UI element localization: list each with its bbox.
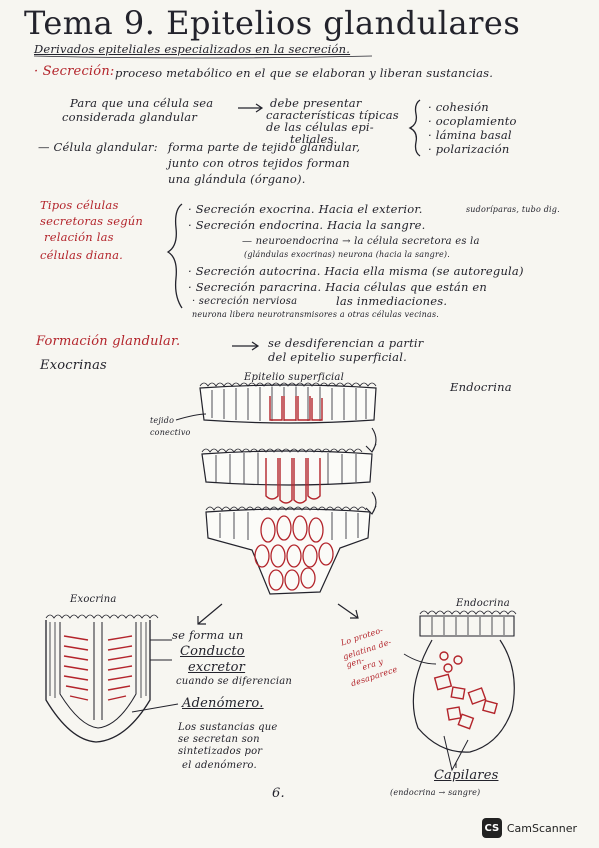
arrow-icon	[232, 341, 260, 351]
sust-text4: el adenómero.	[182, 760, 257, 771]
tipo-note-5: las inmediaciones.	[336, 294, 448, 308]
exocrinas-label: Exocrinas	[40, 358, 107, 373]
sust-text3: sintetizados por	[178, 746, 263, 757]
pointer-line	[175, 413, 207, 421]
epitelio-label: Epitelio superficial	[244, 372, 344, 383]
conducto-text4: cuando se diferencian	[176, 676, 293, 687]
sust-text1: Los sustancias que	[178, 722, 278, 733]
arrow-left-icon	[197, 603, 223, 625]
secrecion-label: · Secreción:	[34, 64, 115, 79]
tipo-item-3: — neuroendocrina → la célula secretora e…	[242, 236, 480, 247]
pointer-line	[131, 703, 179, 713]
glandular-line1: forma parte de tejido glandular,	[168, 140, 361, 154]
page-number: 6.	[272, 786, 285, 801]
tipo-item-6: · secreción nerviosa	[192, 296, 298, 307]
tejido-label1: tejido	[150, 416, 175, 425]
title-underline	[33, 55, 373, 59]
celula-arrow-text1: debe presentar	[270, 96, 362, 110]
celula-line1: Para que una célula sea	[70, 96, 214, 110]
epithelium-stage-1	[199, 382, 377, 424]
arrow-down-icon	[365, 491, 377, 515]
conducto-text1: se forma un	[172, 628, 244, 642]
arrow-icon	[238, 103, 264, 113]
tipo-item-1: · Secreción exocrina. Hacia el exterior.	[188, 202, 423, 216]
epithelium-stage-2	[201, 448, 373, 504]
exocrina-bottom-label: Exocrina	[70, 594, 117, 605]
epithelium-stage-3	[205, 506, 371, 595]
tipos-label1: Tipos células	[40, 198, 119, 212]
celula-line2: considerada glandular	[62, 110, 198, 124]
conducto-text2: Conducto	[180, 644, 245, 659]
endocrina-bottom-label: Endocrina	[456, 598, 510, 609]
endocrine-gland-drawing	[412, 610, 517, 772]
tipo-item-5: · Secreción paracrina. Hacia células que…	[188, 280, 488, 294]
adenomero-label: Adenómero.	[182, 696, 264, 711]
tipo-item-2: · Secreción endocrina. Hacia la sangre.	[188, 218, 426, 232]
celula-arrow-text4: teliales.	[290, 132, 338, 146]
tejido-label2: conectivo	[150, 428, 191, 437]
glandular-label: — Célula glandular:	[38, 140, 158, 154]
tipo-note-6: neurona libera neurotransmisores a otras…	[192, 310, 440, 319]
page-title: Tema 9. Epitelios glandulares	[24, 4, 521, 42]
tipo-item-4: · Secreción autocrina. Hacia ella misma …	[188, 264, 524, 278]
tipos-label3: relación las	[44, 230, 114, 244]
brace-features	[408, 99, 421, 157]
feature-1: · cohesión	[428, 100, 489, 114]
tipos-label2: secretoras según	[40, 214, 143, 228]
brace-tipos	[166, 203, 183, 309]
feature-3: · lámina basal	[428, 128, 512, 142]
arrow-down-icon	[365, 427, 377, 453]
conducto-text3: excretor	[188, 660, 246, 675]
tipos-label4: células diana.	[40, 248, 124, 262]
footer-brand: CS CamScanner	[481, 818, 577, 838]
capilares-note: (endocrina → sangre)	[390, 788, 481, 797]
tipo-note-1: sudoríparas, tubo dig.	[466, 205, 560, 214]
celula-arrow-text3: de las células epi-	[266, 120, 374, 134]
sust-text2: se secretan son	[178, 734, 260, 745]
camscanner-logo-icon: CS	[481, 818, 502, 838]
exocrine-gland-drawing	[45, 614, 159, 743]
tipo-note-3: (glándulas exocrinas) neurona (hacia la …	[244, 250, 450, 259]
formacion-text1: se desdiferencian a partir	[268, 336, 424, 350]
feature-2: · ocoplamiento	[428, 114, 517, 128]
celula-arrow-text2: características típicas	[266, 108, 399, 122]
pointer-line	[403, 653, 437, 665]
feature-4: · polarización	[428, 142, 510, 156]
glandular-line2: junto con otros tejidos forman	[168, 156, 350, 170]
formacion-text2: del epitelio superficial.	[268, 350, 407, 364]
endocrina-label-top: Endocrina	[450, 380, 512, 394]
formacion-label: Formación glandular.	[36, 334, 181, 349]
capilares-label: Capilares	[434, 768, 499, 783]
secrecion-text: proceso metabólico en el que se elaboran…	[115, 66, 494, 80]
subtitle: Derivados epiteliales especializados en …	[34, 42, 351, 56]
camscanner-text: CamScanner	[506, 821, 577, 835]
glandular-line3: una glándula (órgano).	[168, 172, 306, 186]
arrow-right-icon	[337, 603, 359, 619]
